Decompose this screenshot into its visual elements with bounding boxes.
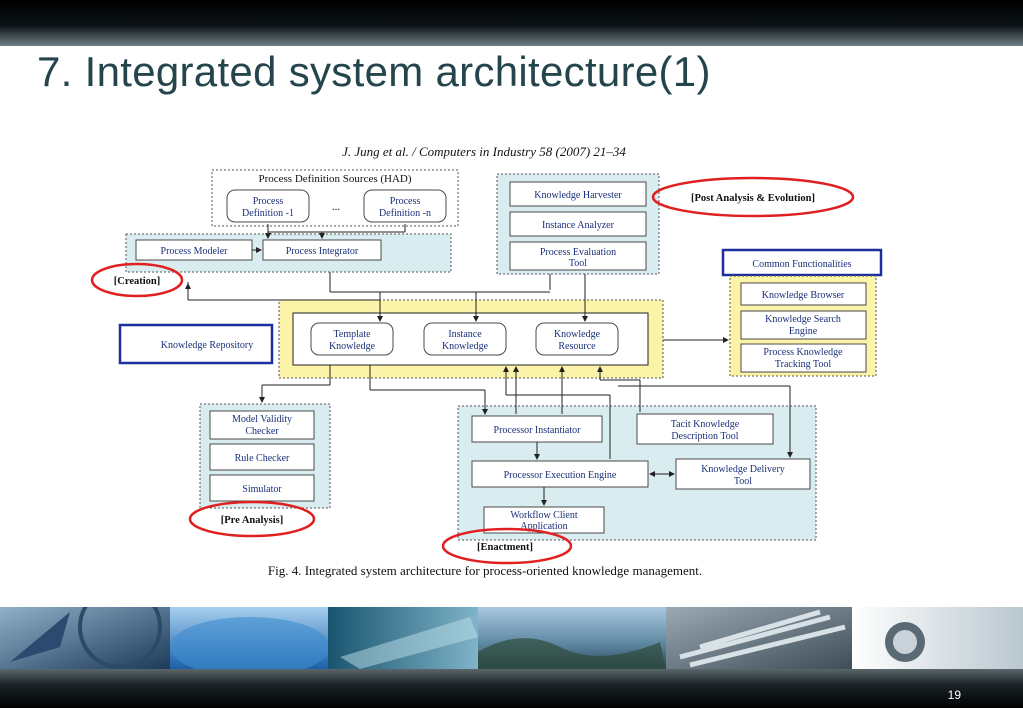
pre-analysis-panel: Model Validity Checker Rule Checker Simu… [188, 403, 331, 538]
knowledge-delivery-line2: Tool [734, 476, 752, 487]
process-definition-sources: Process Definition Sources (HAD) Process… [211, 169, 459, 227]
common-functionalities-title: Common Functionalities [752, 259, 851, 270]
process-sources-title: Process Definition Sources (HAD) [258, 173, 411, 185]
tacit-knowledge-line1: Tacit Knowledge [671, 419, 740, 430]
workflow-client-line2: Application [520, 521, 567, 532]
enactment-panel: Processor Instantiator Tacit Knowledge D… [441, 405, 817, 565]
process-tracking-line1: Process Knowledge [763, 347, 843, 358]
post-analysis-label: [Post Analysis & Evolution] [691, 193, 815, 204]
creation-highlight [90, 262, 184, 298]
process-integrator: Process Integrator [286, 246, 359, 257]
process-tracking-line2: Tracking Tool [775, 359, 831, 370]
model-validity-line2: Checker [245, 426, 279, 437]
page-number: 19 [947, 688, 961, 702]
knowledge-resource-line2: Resource [558, 341, 596, 352]
knowledge-harvester: Knowledge Harvester [534, 190, 622, 201]
figure-header: J. Jung et al. / Computers in Industry 5… [342, 144, 626, 159]
processor-execution-engine: Processor Execution Engine [504, 470, 617, 481]
knowledge-browser: Knowledge Browser [762, 290, 845, 301]
enactment-highlight [441, 527, 573, 565]
knowledge-repository-label: Knowledge Repository [161, 340, 254, 351]
knowledge-repository: Knowledge Repository Template Knowledge … [118, 299, 664, 379]
process-evaluation-line1: Process Evaluation [540, 247, 616, 258]
common-functionalities: Common Functionalities Knowledge Browser… [721, 248, 883, 377]
post-analysis-panel: Knowledge Harvester Instance Analyzer Pr… [496, 173, 855, 275]
processor-instantiator: Processor Instantiator [494, 425, 582, 436]
ellipsis: ... [332, 201, 341, 213]
model-validity-line1: Model Validity [232, 414, 292, 425]
instance-knowledge-line1: Instance [448, 329, 482, 340]
instance-knowledge-line2: Knowledge [442, 341, 489, 352]
decorative-photo-strip [0, 607, 1023, 669]
enactment-label: [Enactment] [477, 542, 533, 553]
creation-label: [Creation] [114, 276, 160, 287]
process-modeler: Process Modeler [161, 246, 229, 257]
knowledge-resource-line1: Knowledge [554, 329, 601, 340]
figure-caption: Fig. 4. Integrated system architecture f… [268, 563, 702, 578]
connectors [185, 224, 793, 506]
knowledge-search-line1: Knowledge Search [765, 314, 841, 325]
top-bar [0, 0, 1023, 46]
knowledge-delivery-line1: Knowledge Delivery [701, 464, 785, 475]
process-definition-n-line1: Process [390, 196, 421, 207]
template-knowledge-line1: Template [333, 329, 371, 340]
process-evaluation-line2: Tool [569, 258, 587, 269]
simulator: Simulator [242, 484, 282, 495]
process-definition-1-line2: Definition -1 [242, 208, 294, 219]
rule-checker: Rule Checker [235, 453, 290, 464]
process-definition-n-line2: Definition -n [379, 208, 431, 219]
post-analysis-highlight [651, 176, 855, 218]
template-knowledge-line2: Knowledge [329, 341, 376, 352]
tacit-knowledge-line2: Description Tool [671, 431, 738, 442]
slide-title: 7. Integrated system architecture(1) [37, 48, 711, 95]
pre-analysis-label: [Pre Analysis] [221, 515, 284, 526]
workflow-client-line1: Workflow Client [510, 510, 577, 521]
pre-analysis-highlight [188, 500, 316, 538]
process-definition-1-line1: Process [253, 196, 284, 207]
creation-panel: Process Modeler Process Integrator [Crea… [90, 233, 452, 298]
knowledge-search-line2: Engine [789, 326, 818, 337]
instance-analyzer: Instance Analyzer [542, 220, 615, 231]
architecture-diagram: J. Jung et al. / Computers in Industry 5… [90, 144, 883, 578]
globe-keys-photo [852, 607, 1023, 669]
bottom-bar [0, 669, 1023, 708]
